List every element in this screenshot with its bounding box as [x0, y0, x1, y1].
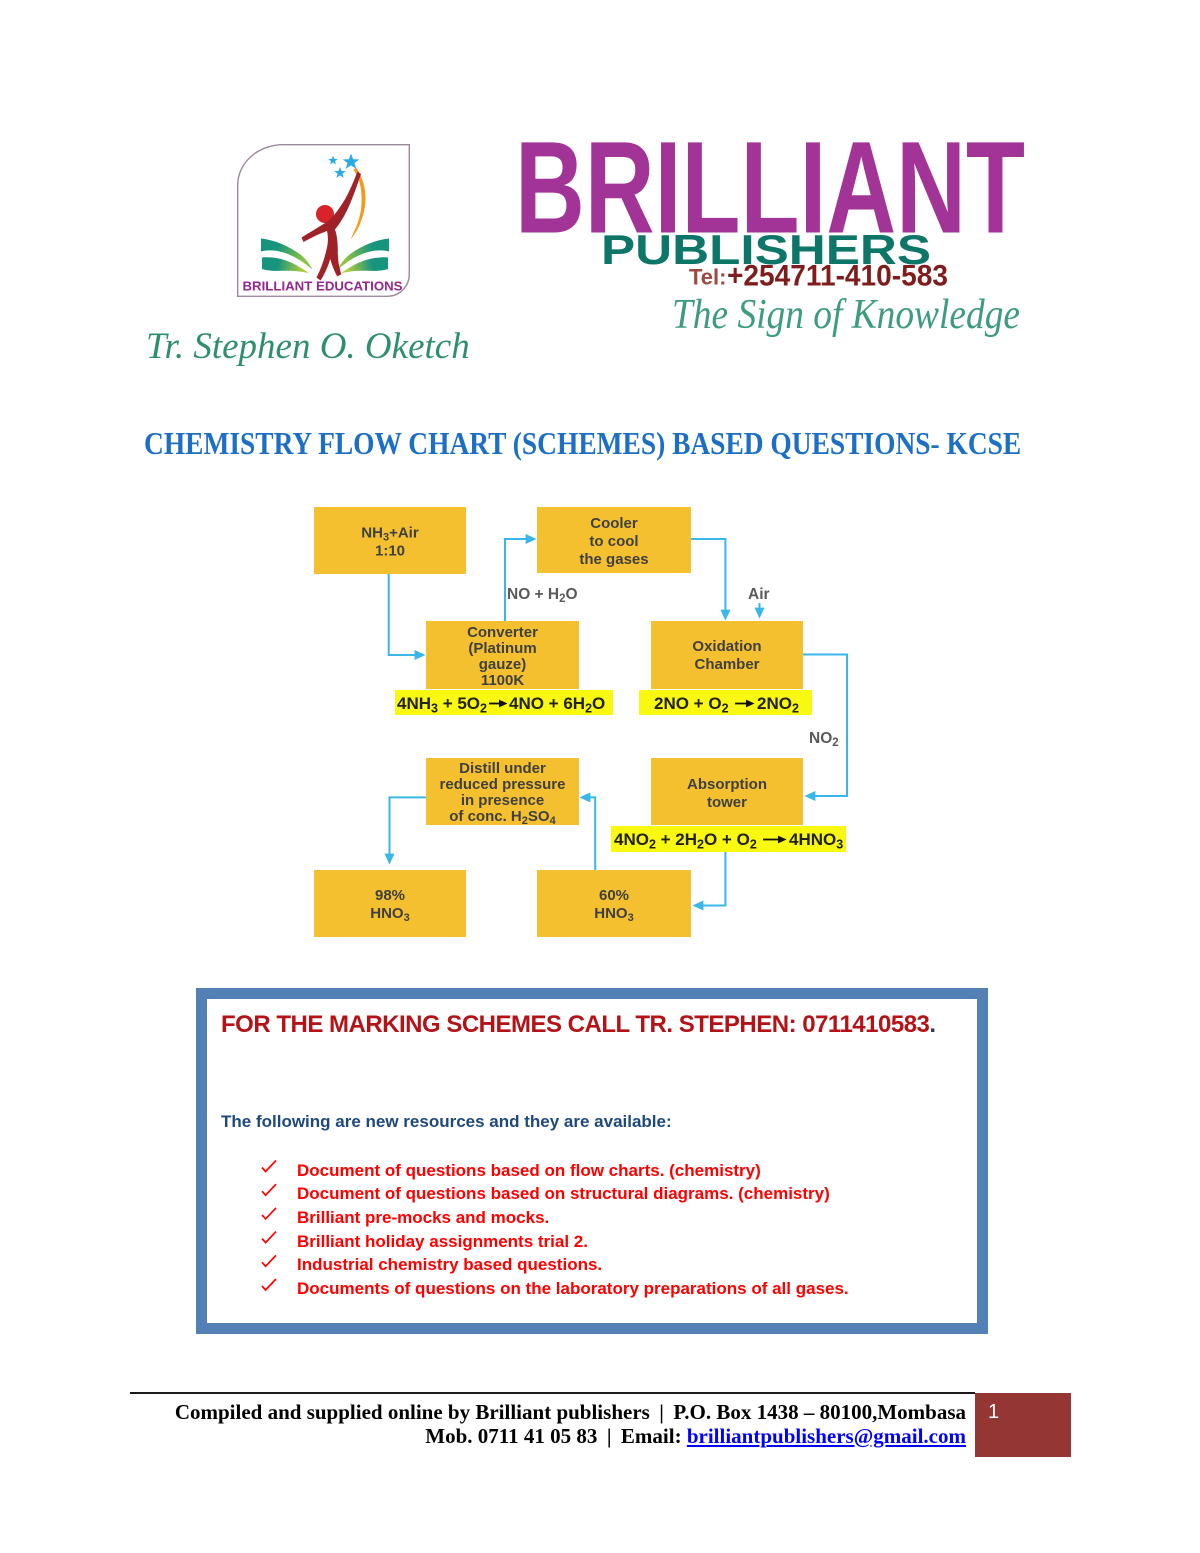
- svg-text:+254711-410-583: +254711-410-583: [727, 260, 948, 293]
- svg-text:to cool: to cool: [589, 533, 638, 550]
- svg-text:gauze): gauze): [479, 656, 527, 673]
- svg-text:4NH3 + 5O2: 4NH3 + 5O2: [397, 694, 487, 716]
- svg-text:HNO3: HNO3: [370, 905, 409, 924]
- svg-text:60%: 60%: [599, 887, 629, 904]
- svg-text:Cooler: Cooler: [590, 515, 638, 532]
- svg-text:HNO3: HNO3: [594, 905, 633, 924]
- svg-text:(Platinum: (Platinum: [468, 640, 536, 657]
- svg-text:2NO2: 2NO2: [757, 694, 799, 716]
- svg-text:1100K: 1100K: [481, 672, 525, 689]
- svg-text:Converter: Converter: [467, 624, 538, 641]
- svg-text:4HNO3: 4HNO3: [789, 830, 843, 852]
- svg-text:The Sign of Knowledge: The Sign of Knowledge: [672, 292, 1020, 338]
- svg-text:of conc. H2SO4: of conc. H2SO4: [449, 808, 556, 827]
- svg-text:reduced pressure: reduced pressure: [440, 776, 566, 793]
- svg-text:NH3+Air: NH3+Air: [361, 525, 419, 544]
- svg-text:the gases: the gases: [579, 551, 648, 568]
- svg-text:Distill under: Distill under: [459, 760, 546, 777]
- svg-text:2NO + O2: 2NO + O2: [654, 694, 729, 716]
- svg-text:NO + H2O: NO + H2O: [507, 586, 578, 605]
- svg-text:tower: tower: [707, 794, 747, 811]
- svg-text:Air: Air: [748, 586, 770, 603]
- svg-text:BRILLIANT: BRILLIANT: [515, 130, 1025, 261]
- svg-text:4NO + 6H2O: 4NO + 6H2O: [509, 694, 605, 716]
- svg-text:98%: 98%: [375, 887, 405, 904]
- svg-text:PUBLISHERS: PUBLISHERS: [601, 226, 931, 273]
- svg-text:Tel:: Tel:: [689, 265, 726, 290]
- svg-text:Chamber: Chamber: [694, 656, 759, 673]
- svg-text:NO2: NO2: [809, 730, 839, 749]
- svg-text:1:10: 1:10: [375, 543, 405, 560]
- svg-text:4NO2 + 2H2O + O2: 4NO2 + 2H2O + O2: [614, 830, 757, 852]
- svg-text:Absorption: Absorption: [687, 776, 767, 793]
- svg-text:in presence: in presence: [461, 792, 544, 809]
- svg-text:BRILLIANT EDUCATIONS: BRILLIANT EDUCATIONS: [243, 279, 403, 294]
- svg-text:Oxidation: Oxidation: [692, 638, 761, 655]
